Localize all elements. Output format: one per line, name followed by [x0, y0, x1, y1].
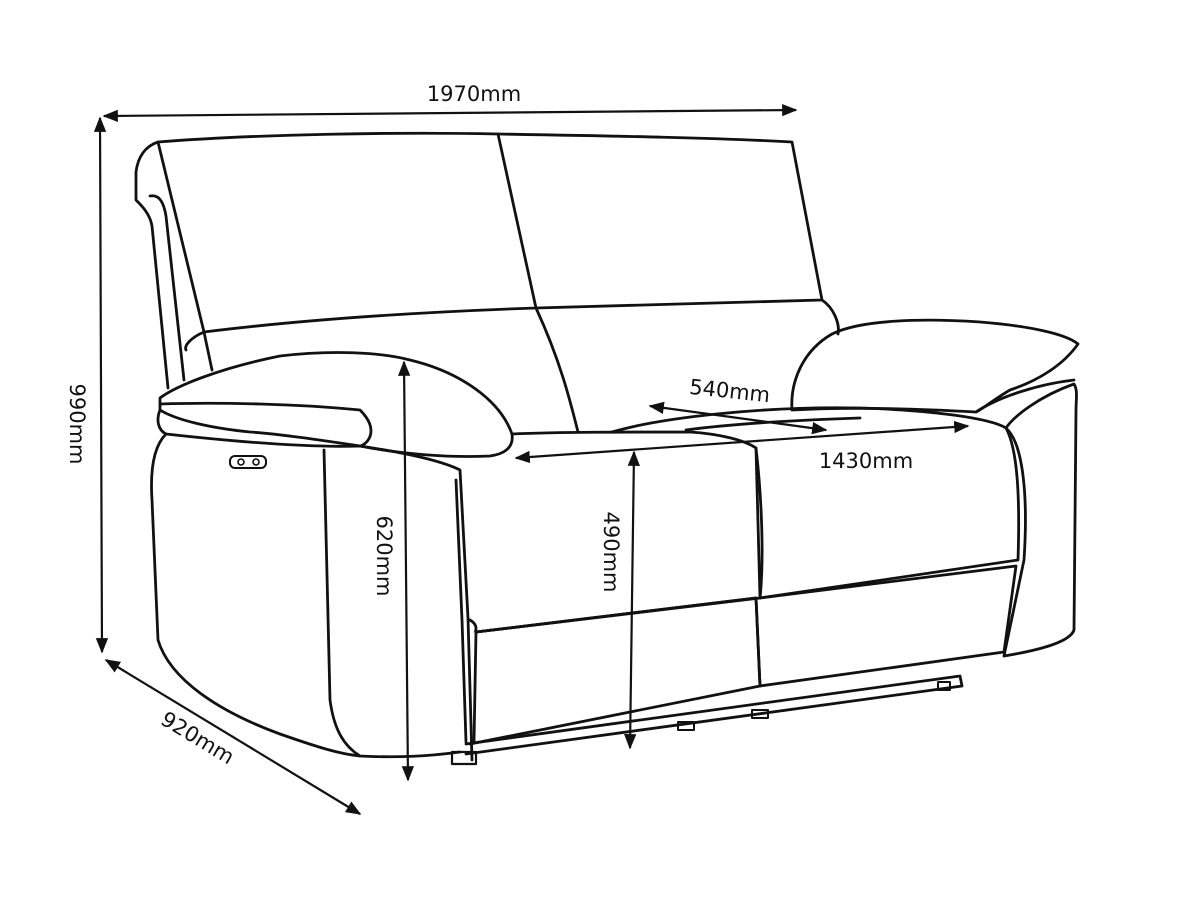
right-armrest-crease: [974, 378, 1076, 414]
seat-depth-dimension-line: [648, 401, 828, 435]
foot-3: [751, 709, 769, 719]
right-armrest-pad: [790, 318, 1080, 414]
sofa-back-side-inner: [148, 194, 186, 382]
left-arm-inner-edge: [454, 478, 468, 744]
seat-depth-dimension-label: 540mm: [688, 375, 771, 407]
power-switch-button-1: [237, 458, 245, 466]
right-back-cushion: [496, 132, 824, 310]
power-switch: [229, 455, 267, 469]
sofa-outline: [134, 131, 1080, 766]
foot-1: [450, 750, 478, 766]
seat-height-dimension-label: 490mm: [599, 512, 623, 593]
seat-divider: [754, 446, 764, 600]
width-dimension-label: 1970mm: [427, 82, 521, 106]
footrest-divider: [754, 596, 762, 688]
dimension-lines: [93, 103, 970, 815]
left-arm-side-panel: [322, 448, 362, 758]
left-back-cushion: [156, 131, 538, 334]
sofa-back-side: [134, 140, 170, 390]
depth-dimension-line: [104, 659, 362, 815]
power-switch-button-2: [252, 458, 260, 466]
left-armrest-crease: [158, 401, 373, 448]
height-dimension-line: [93, 116, 109, 654]
right-seat-cushion-line: [684, 416, 862, 432]
arm-height-dimension-label: 620mm: [372, 516, 396, 597]
base-rail: [464, 674, 964, 756]
seat-width-dimension-line: [514, 420, 970, 464]
right-arm-inner-edge: [1002, 426, 1027, 658]
left-arm-front: [156, 408, 474, 762]
seat-height-dimension-line: [624, 450, 640, 750]
left-arm-body: [150, 432, 462, 759]
left-armrest-pad: [158, 351, 514, 458]
back-left-lower: [202, 330, 214, 372]
foot-2: [677, 721, 695, 731]
arm-height-dimension-line: [397, 360, 415, 782]
height-dimension-label: 990mm: [65, 384, 89, 465]
right-arm-body: [1002, 382, 1078, 658]
width-dimension-line: [102, 103, 798, 123]
seat-width-dimension-label: 1430mm: [819, 449, 913, 473]
foot-4: [937, 681, 951, 691]
right-footrest: [758, 564, 1018, 688]
